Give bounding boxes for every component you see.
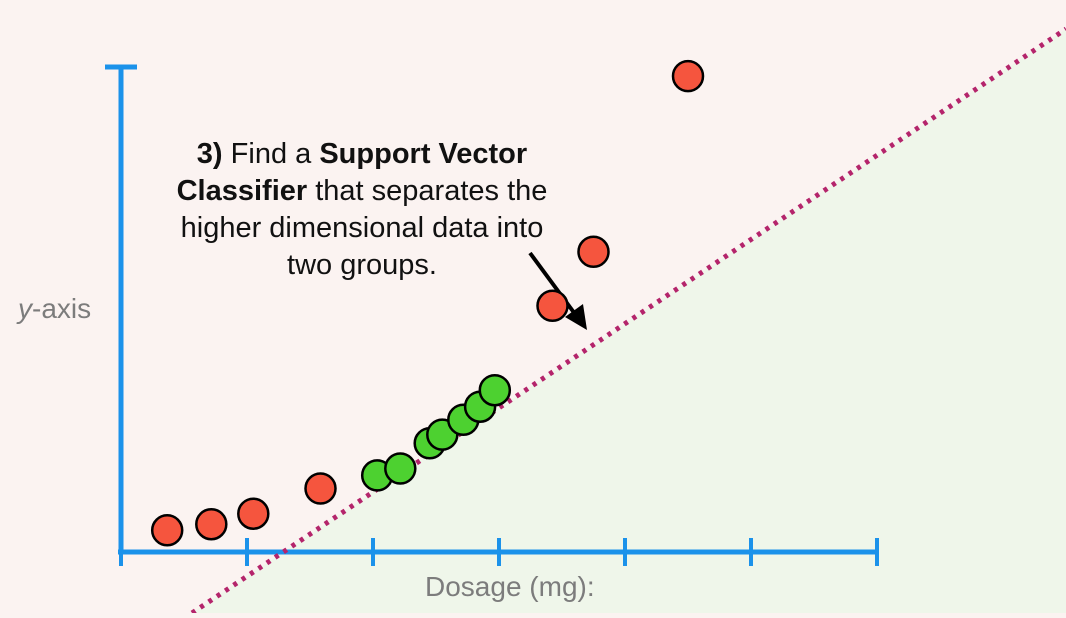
green-data-point [384,452,417,485]
y-axis-label: y-axis [18,293,91,325]
green-data-point [478,373,512,407]
red-data-point [536,289,569,323]
annotation-separates: that separates the [315,175,548,207]
annotation-line-2: Classifier that separates the [142,173,582,210]
red-data-point [195,507,228,541]
annotation-line-1: 3) Find a Support Vector [142,136,582,173]
annotation-bold-classifier: Classifier [176,175,308,207]
y-axis-label-var: y [18,293,32,324]
x-axis-ticks [119,538,879,566]
red-data-point [671,59,705,93]
annotation-find: Find a [230,138,312,170]
annotation-line-3: higher dimensional data into [180,212,544,244]
red-data-point [577,235,610,269]
red-data-point [150,514,184,547]
y-axis-label-rest: -axis [32,293,92,324]
annotation-line-4: two groups. [287,249,437,281]
red-data-point [237,497,270,530]
x-axis-label: Dosage (mg): [425,571,595,602]
data-points [150,59,705,547]
annotation-bold-support-vector: Support Vector [319,138,528,170]
axes [105,64,879,566]
annotation-text: 3) Find a Support Vector Classifier that… [142,136,582,284]
red-data-point [304,472,337,505]
step-number: 3) [196,138,223,170]
